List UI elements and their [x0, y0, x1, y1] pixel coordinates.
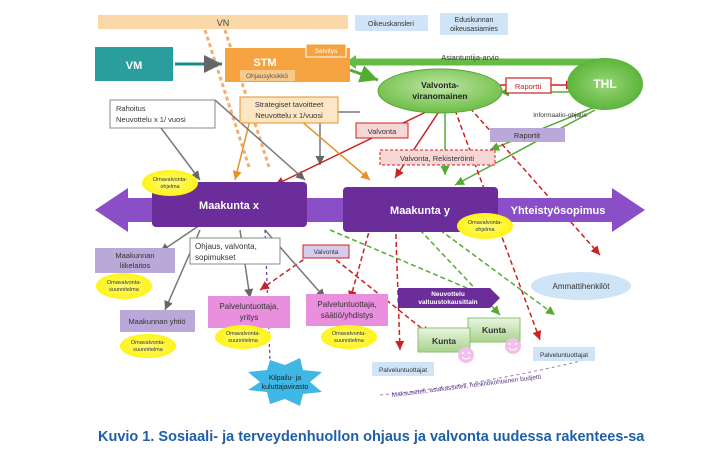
maksuseteli-label: Maksuseteli, asiakasseteli, henkilökohta… — [391, 374, 541, 399]
omavalvontaohjelma-y-ellipse — [457, 213, 513, 239]
valvonta-rekisterointi-box — [379, 149, 496, 166]
liikelaitos-label-2: liikelaitos — [120, 261, 151, 270]
valvonta-box-2 — [302, 244, 350, 259]
kunta-2-label: Kunta — [482, 325, 506, 335]
kunta-1-box — [417, 327, 471, 353]
rahoitus-box — [109, 99, 216, 129]
valvontaviranomainen-label-2: viranomainen — [412, 91, 467, 101]
omavalvontaohjelma-x-label-1: Omavalvonta- — [153, 177, 187, 183]
valvonta-label-2: Valvonta — [314, 249, 339, 256]
stm-label: STM — [253, 57, 276, 69]
omavalvontasuunnitelma-2-label-2: suunnitelma — [228, 338, 259, 344]
omavalvontaohjelma-y-label-2: ohjelma — [475, 227, 495, 233]
palveluntuottajat-2-box — [533, 347, 595, 361]
kunta-1-label: Kunta — [432, 336, 456, 346]
omavalvontasuunnitelma-4-ellipse — [120, 334, 176, 358]
omavalvontaohjelma-x-ellipse — [142, 170, 198, 196]
raportit-label: Raportit — [514, 131, 541, 140]
omavalvontasuunnitelma-3-ellipse — [321, 325, 377, 349]
strategiset-label-1: Strategiset tavoitteet — [255, 100, 324, 109]
kilpailu-starburst — [248, 358, 322, 406]
strategiset-box — [239, 96, 339, 124]
omavalvontaohjelma-x-label-2: ohjelma — [160, 184, 180, 190]
palveluntuottaja-yritys-label-1: Palveluntuottaja, — [219, 302, 278, 311]
palveluntuottaja-yritys-box — [208, 296, 290, 328]
palveluntuottajat-1-label: Palveluntuottajat — [379, 367, 427, 374]
maakunta-x-box — [152, 182, 307, 227]
rahoitus-label-2: Neuvottelu x 1/ vuosi — [116, 115, 186, 124]
thl-ellipse — [567, 58, 643, 110]
valvonta-rekisterointi-label: Valvonta, Rekisteröinti — [400, 154, 474, 163]
omavalvontasuunnitelma-2-ellipse — [215, 325, 271, 349]
thl-label: THL — [593, 77, 616, 91]
ammattihenkilot-ellipse — [531, 272, 631, 300]
smiley-icon — [458, 347, 474, 363]
neuvottelu-valtuustokausittain-shape — [398, 288, 500, 308]
maakunnan-liikelaitos-box — [95, 248, 175, 273]
palveluntuottaja-saatio-label-1: Palveluntuottaja, — [317, 300, 376, 309]
oikeusasiamies-label-1: Eduskunnan — [455, 17, 494, 24]
oikeusasiamies-box — [440, 13, 508, 35]
valvontaviranomainen-ellipse — [377, 68, 503, 114]
rahoitus-label-1: Rahoitus — [116, 104, 146, 113]
yhteistyosopimus-label: Yhteistyösopimus — [511, 205, 606, 217]
vn-label: VN — [217, 18, 230, 28]
palveluntuottaja-saatio-label-2: säätiö/yhdistys — [321, 311, 373, 320]
vm-box — [95, 47, 173, 81]
ohjaus-valvonta-label-1: Ohjaus, valvonta, — [195, 242, 257, 251]
oikeusasiamies-label-2: oikeusasiamies — [450, 26, 498, 33]
oikeuskansleri-label: Oikeuskansleri — [368, 21, 414, 28]
selvitys-label: Selvitys — [315, 48, 338, 55]
figure-caption: Kuvio 1. Sosiaali- ja terveydenhuollon o… — [98, 429, 645, 445]
oikeuskansleri-box — [355, 15, 428, 31]
kunta-2-box — [467, 317, 521, 343]
valvontaviranomainen-label-1: Valvonta- — [421, 80, 459, 90]
valvonta-box-1 — [355, 122, 409, 139]
informaatio-ohjaus-label: Informaatio-ohjaus — [533, 112, 588, 119]
omavalvontasuunnitelma-1-label-1: Omavalvonta- — [107, 280, 141, 286]
asiantuntija-arvio-label: Asiantuntija-arvio — [441, 53, 499, 62]
maakunta-y-box — [343, 187, 498, 232]
omavalvontasuunnitelma-3-label-2: suunnitelma — [334, 338, 365, 344]
maakunnan-yhtio-label: Maakunnan yhtiö — [128, 317, 185, 326]
neuvottelu-label-2: valtuustokausittain — [418, 299, 477, 306]
omavalvontasuunnitelma-1-ellipse — [96, 273, 152, 299]
omavalvontasuunnitelma-1-label-2: suunnitelma — [109, 287, 140, 293]
valvonta-label-1: Valvonta — [368, 127, 397, 136]
raportit-box — [490, 128, 565, 142]
selvitys-box — [305, 43, 347, 58]
ohjausyksikko-box — [240, 70, 295, 81]
ammattihenkilot-label: Ammattihenkilöt — [553, 282, 611, 291]
palveluntuottaja-saatio-box — [306, 294, 388, 326]
kilpailu-label-1: Kilpailu- ja — [269, 375, 301, 382]
kilpailu-label-2: kuluttajavirasto — [262, 384, 309, 391]
maakunta-y-label: Maakunta y — [390, 205, 451, 217]
ohjausyksikko-label: Ohjausyksikkö — [246, 73, 288, 80]
omavalvontasuunnitelma-3-label-1: Omavalvonta- — [332, 331, 366, 337]
vm-label: VM — [126, 60, 143, 72]
ohjaus-valvonta-label-2: sopimukset — [195, 253, 236, 262]
omavalvontasuunnitelma-4-label-1: Omavalvonta- — [131, 340, 165, 346]
neuvottelu-label-1: Neuvottelu — [431, 291, 465, 298]
maakunta-x-label: Maakunta x — [199, 200, 260, 212]
raportti-label: Raportti — [515, 82, 542, 91]
omavalvontasuunnitelma-2-label-1: Omavalvonta- — [226, 331, 260, 337]
liikelaitos-label-1: Maakunnan — [115, 251, 154, 260]
strategiset-label-2: Neuvottelu x 1/vuosi — [255, 111, 323, 120]
palveluntuottajat-1-box — [372, 362, 434, 376]
raportti-box — [505, 77, 552, 94]
smiley-icon — [505, 338, 521, 354]
omavalvontaohjelma-y-label-1: Omavalvonta- — [468, 220, 502, 226]
palveluntuottaja-yritys-label-2: yritys — [240, 313, 259, 322]
palveluntuottajat-2-label: Palveluntuottajat — [540, 352, 588, 359]
vn-box — [98, 15, 348, 29]
omavalvontasuunnitelma-4-label-2: suunnitelma — [133, 347, 164, 353]
maakunnan-yhtio-box — [120, 310, 195, 332]
governance-diagram: VN Oikeuskansleri Eduskunnan oikeusasiam… — [95, 13, 645, 406]
ohjaus-valvonta-box — [189, 237, 281, 265]
